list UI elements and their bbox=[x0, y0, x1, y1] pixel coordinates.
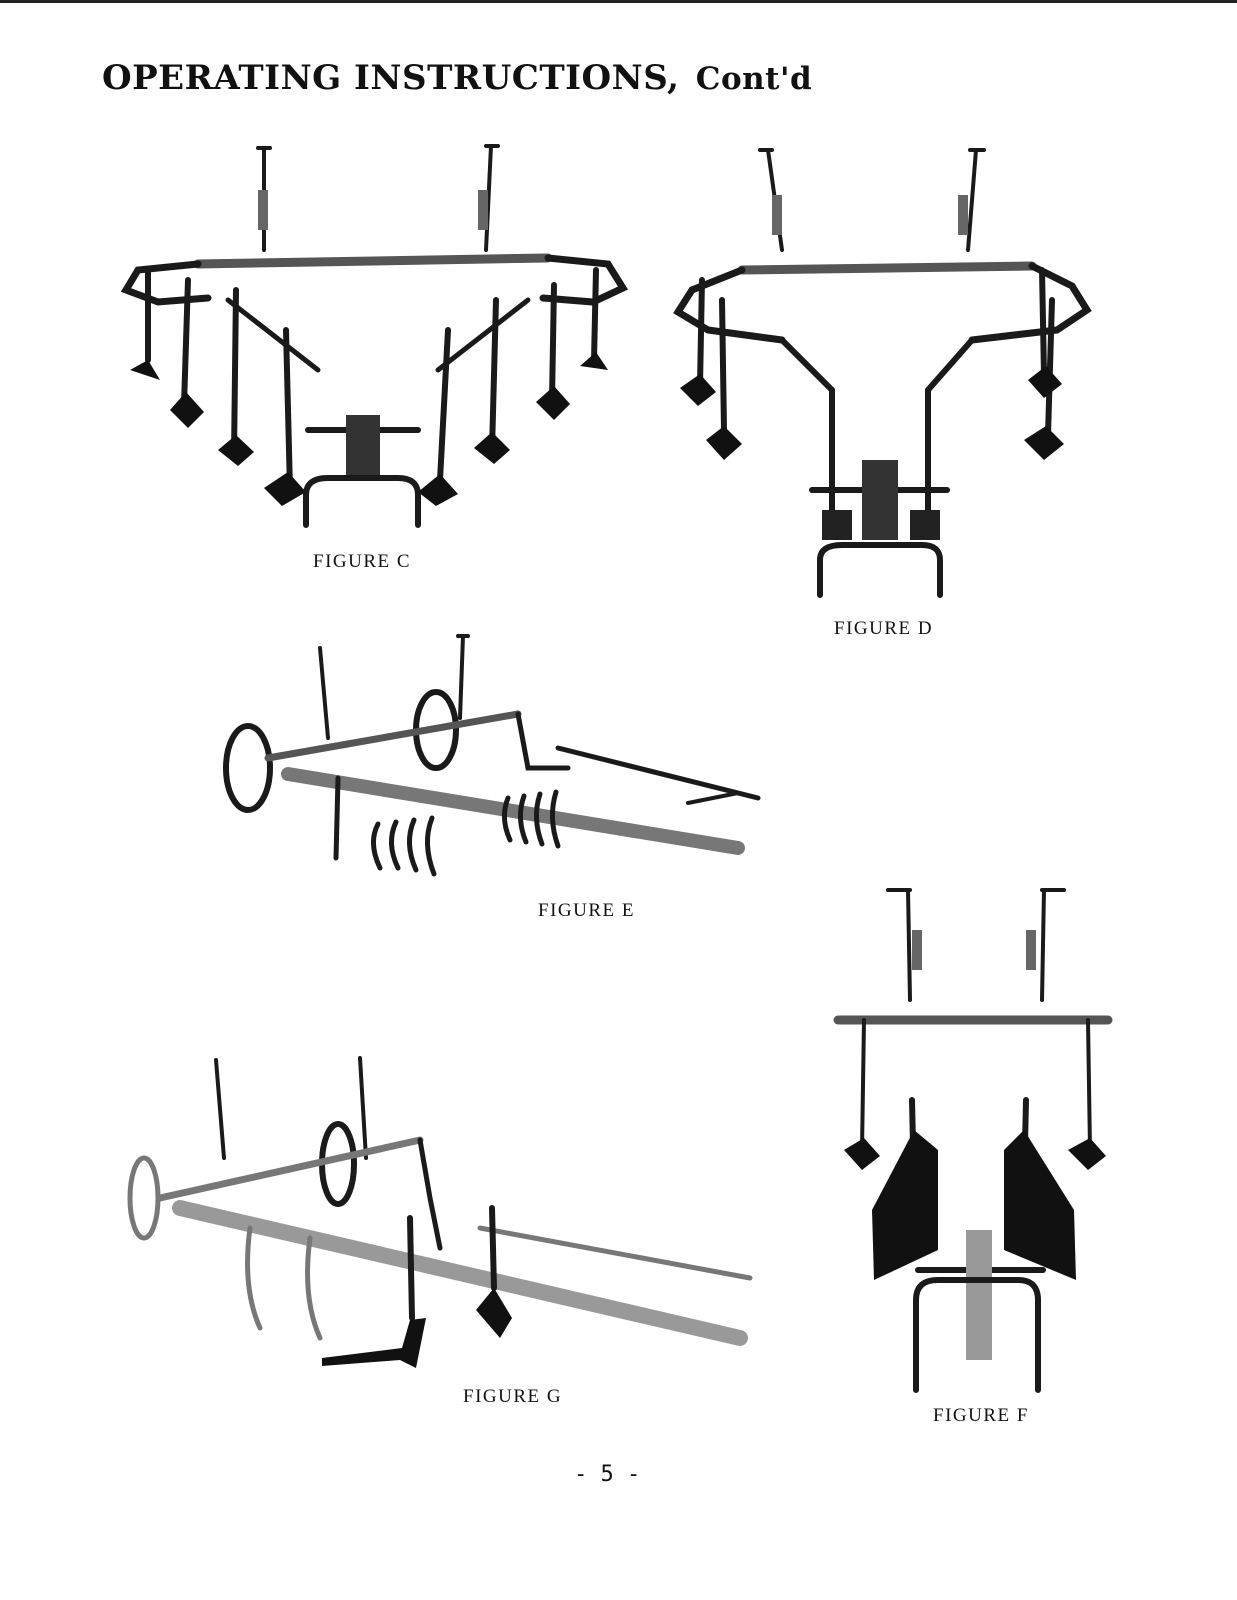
top-rule bbox=[0, 0, 1237, 3]
figure-g-caption: FIGURE G bbox=[463, 1386, 563, 1407]
figure-d-caption: FIGURE D bbox=[834, 618, 934, 639]
figure-f-caption: FIGURE F bbox=[933, 1405, 1029, 1426]
figure-e-caption: FIGURE E bbox=[538, 900, 635, 921]
title-main: OPERATING INSTRUCTIONS, bbox=[102, 58, 680, 98]
title-suffix: Cont'd bbox=[695, 61, 813, 97]
figure-e-illustration bbox=[218, 628, 773, 888]
figure-f-illustration bbox=[828, 880, 1118, 1400]
page-title: OPERATING INSTRUCTIONS, Cont'd bbox=[102, 58, 812, 98]
figure-d-illustration bbox=[672, 140, 1097, 600]
page-number: - 5 - bbox=[574, 1462, 641, 1487]
figure-g-illustration bbox=[120, 1048, 760, 1388]
figure-c-illustration bbox=[118, 130, 638, 550]
figure-c-caption: FIGURE C bbox=[313, 551, 412, 572]
